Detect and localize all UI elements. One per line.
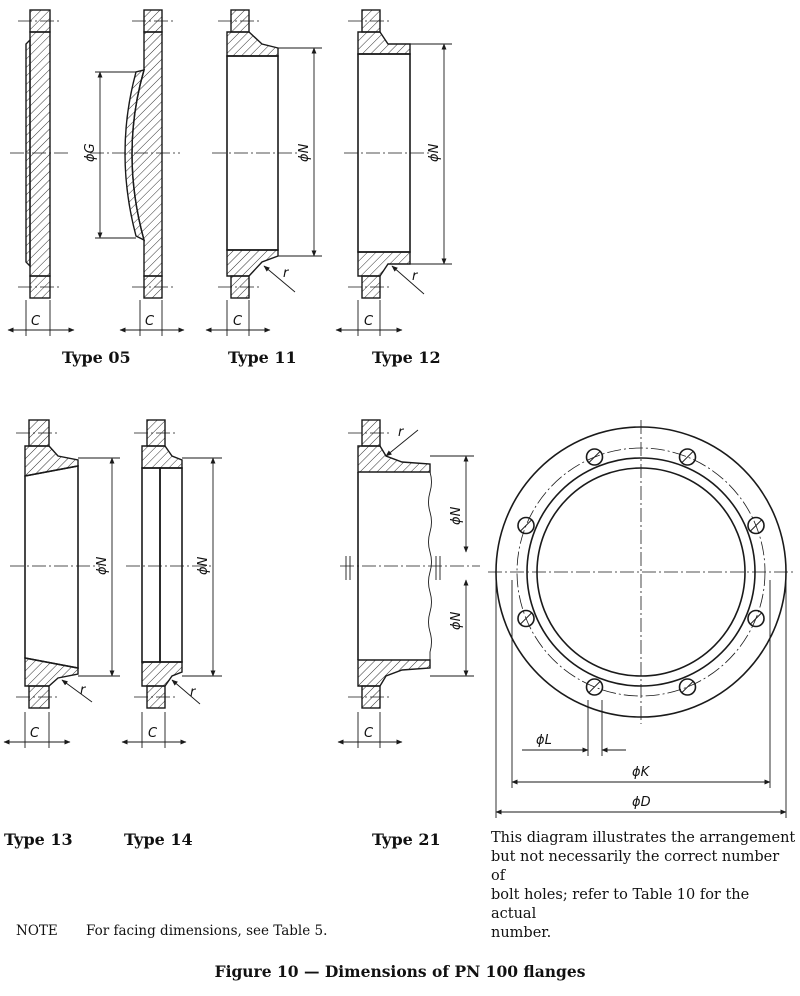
- type13-dim-r: r: [80, 683, 87, 698]
- bolt-hole: [747, 516, 765, 535]
- bolt-hole: [747, 609, 765, 628]
- bolt-hole: [585, 678, 604, 696]
- bolt-hole-mark: [588, 450, 601, 464]
- bolt-holes: [517, 448, 765, 696]
- dim-k: ϕK: [632, 765, 651, 780]
- bolt-hole: [517, 516, 535, 535]
- bolt-hole-note-line3: bolt holes; refer to Table 10 for the ac…: [491, 887, 750, 922]
- type05-dim-c: C: [31, 314, 41, 329]
- facing-note: NOTE For facing dimensions, see Table 5.: [16, 923, 327, 939]
- type21-section: ϕN ϕN r C: [337, 419, 480, 748]
- bolt-hole-mark: [519, 519, 533, 532]
- bolt-hole: [678, 448, 697, 466]
- bolt-hole-mark: [749, 519, 763, 532]
- type14-section: ϕN r C: [121, 419, 222, 748]
- type21-dim-r: r: [398, 425, 405, 440]
- type14-dim-c: C: [148, 726, 158, 741]
- bolt-hole-note-line1: This diagram illustrates the arrangement: [491, 830, 796, 846]
- type05-dim-g: ϕG: [83, 143, 98, 162]
- type12-dim-c: C: [364, 314, 374, 329]
- type05-curved-section: ϕG C: [83, 9, 185, 336]
- type12-dim-n: ϕN: [427, 143, 442, 162]
- bolt-hole-mark: [681, 450, 694, 464]
- type11-dim-n: ϕN: [297, 143, 312, 162]
- bolt-hole-note-line4: number.: [491, 925, 552, 941]
- type11-section: ϕN r C: [205, 9, 322, 336]
- type13-dim-n: ϕN: [95, 556, 110, 575]
- bolt-hole: [585, 448, 604, 466]
- bolt-hole-mark: [519, 612, 533, 625]
- type21-dim-n-top: ϕN: [449, 506, 464, 525]
- dim-d: ϕD: [632, 795, 651, 810]
- dim-l: ϕL: [536, 733, 552, 748]
- type05-section: C: [7, 9, 75, 336]
- type11-dim-c: C: [233, 314, 243, 329]
- caption-type11: Type 11: [228, 348, 297, 367]
- flange-face-view: ϕL ϕK ϕD: [488, 420, 796, 818]
- type05b-dim-c: C: [145, 314, 155, 329]
- caption-type05: Type 05: [62, 348, 131, 367]
- figure-title: Figure 10 — Dimensions of PN 100 flanges: [214, 962, 586, 981]
- note-text: For facing dimensions, see Table 5.: [86, 923, 328, 939]
- type12-dim-r: r: [412, 269, 419, 284]
- caption-type13: Type 13: [4, 830, 73, 849]
- caption-type12: Type 12: [372, 348, 441, 367]
- bolt-hole-mark: [749, 612, 763, 625]
- type12-section: ϕN r C: [335, 9, 452, 336]
- note-label: NOTE: [16, 923, 58, 939]
- type14-dim-n: ϕN: [196, 556, 211, 575]
- type13-dim-c: C: [30, 726, 40, 741]
- type11-dim-r: r: [283, 266, 290, 281]
- type14-dim-r: r: [190, 685, 197, 700]
- bolt-hole-note-line2: but not necessarily the correct number o…: [491, 849, 780, 884]
- bolt-hole-mark: [681, 680, 694, 694]
- bolt-hole: [517, 609, 535, 628]
- caption-type14: Type 14: [124, 830, 193, 849]
- type21-dim-c: C: [364, 726, 374, 741]
- caption-type21: Type 21: [372, 830, 441, 849]
- type13-section: ϕN r C: [3, 419, 120, 748]
- type21-dim-n-bottom: ϕN: [449, 611, 464, 630]
- bolt-hole: [678, 678, 697, 696]
- bolt-hole-mark: [588, 680, 601, 694]
- bolt-hole-note: This diagram illustrates the arrangement…: [491, 829, 796, 943]
